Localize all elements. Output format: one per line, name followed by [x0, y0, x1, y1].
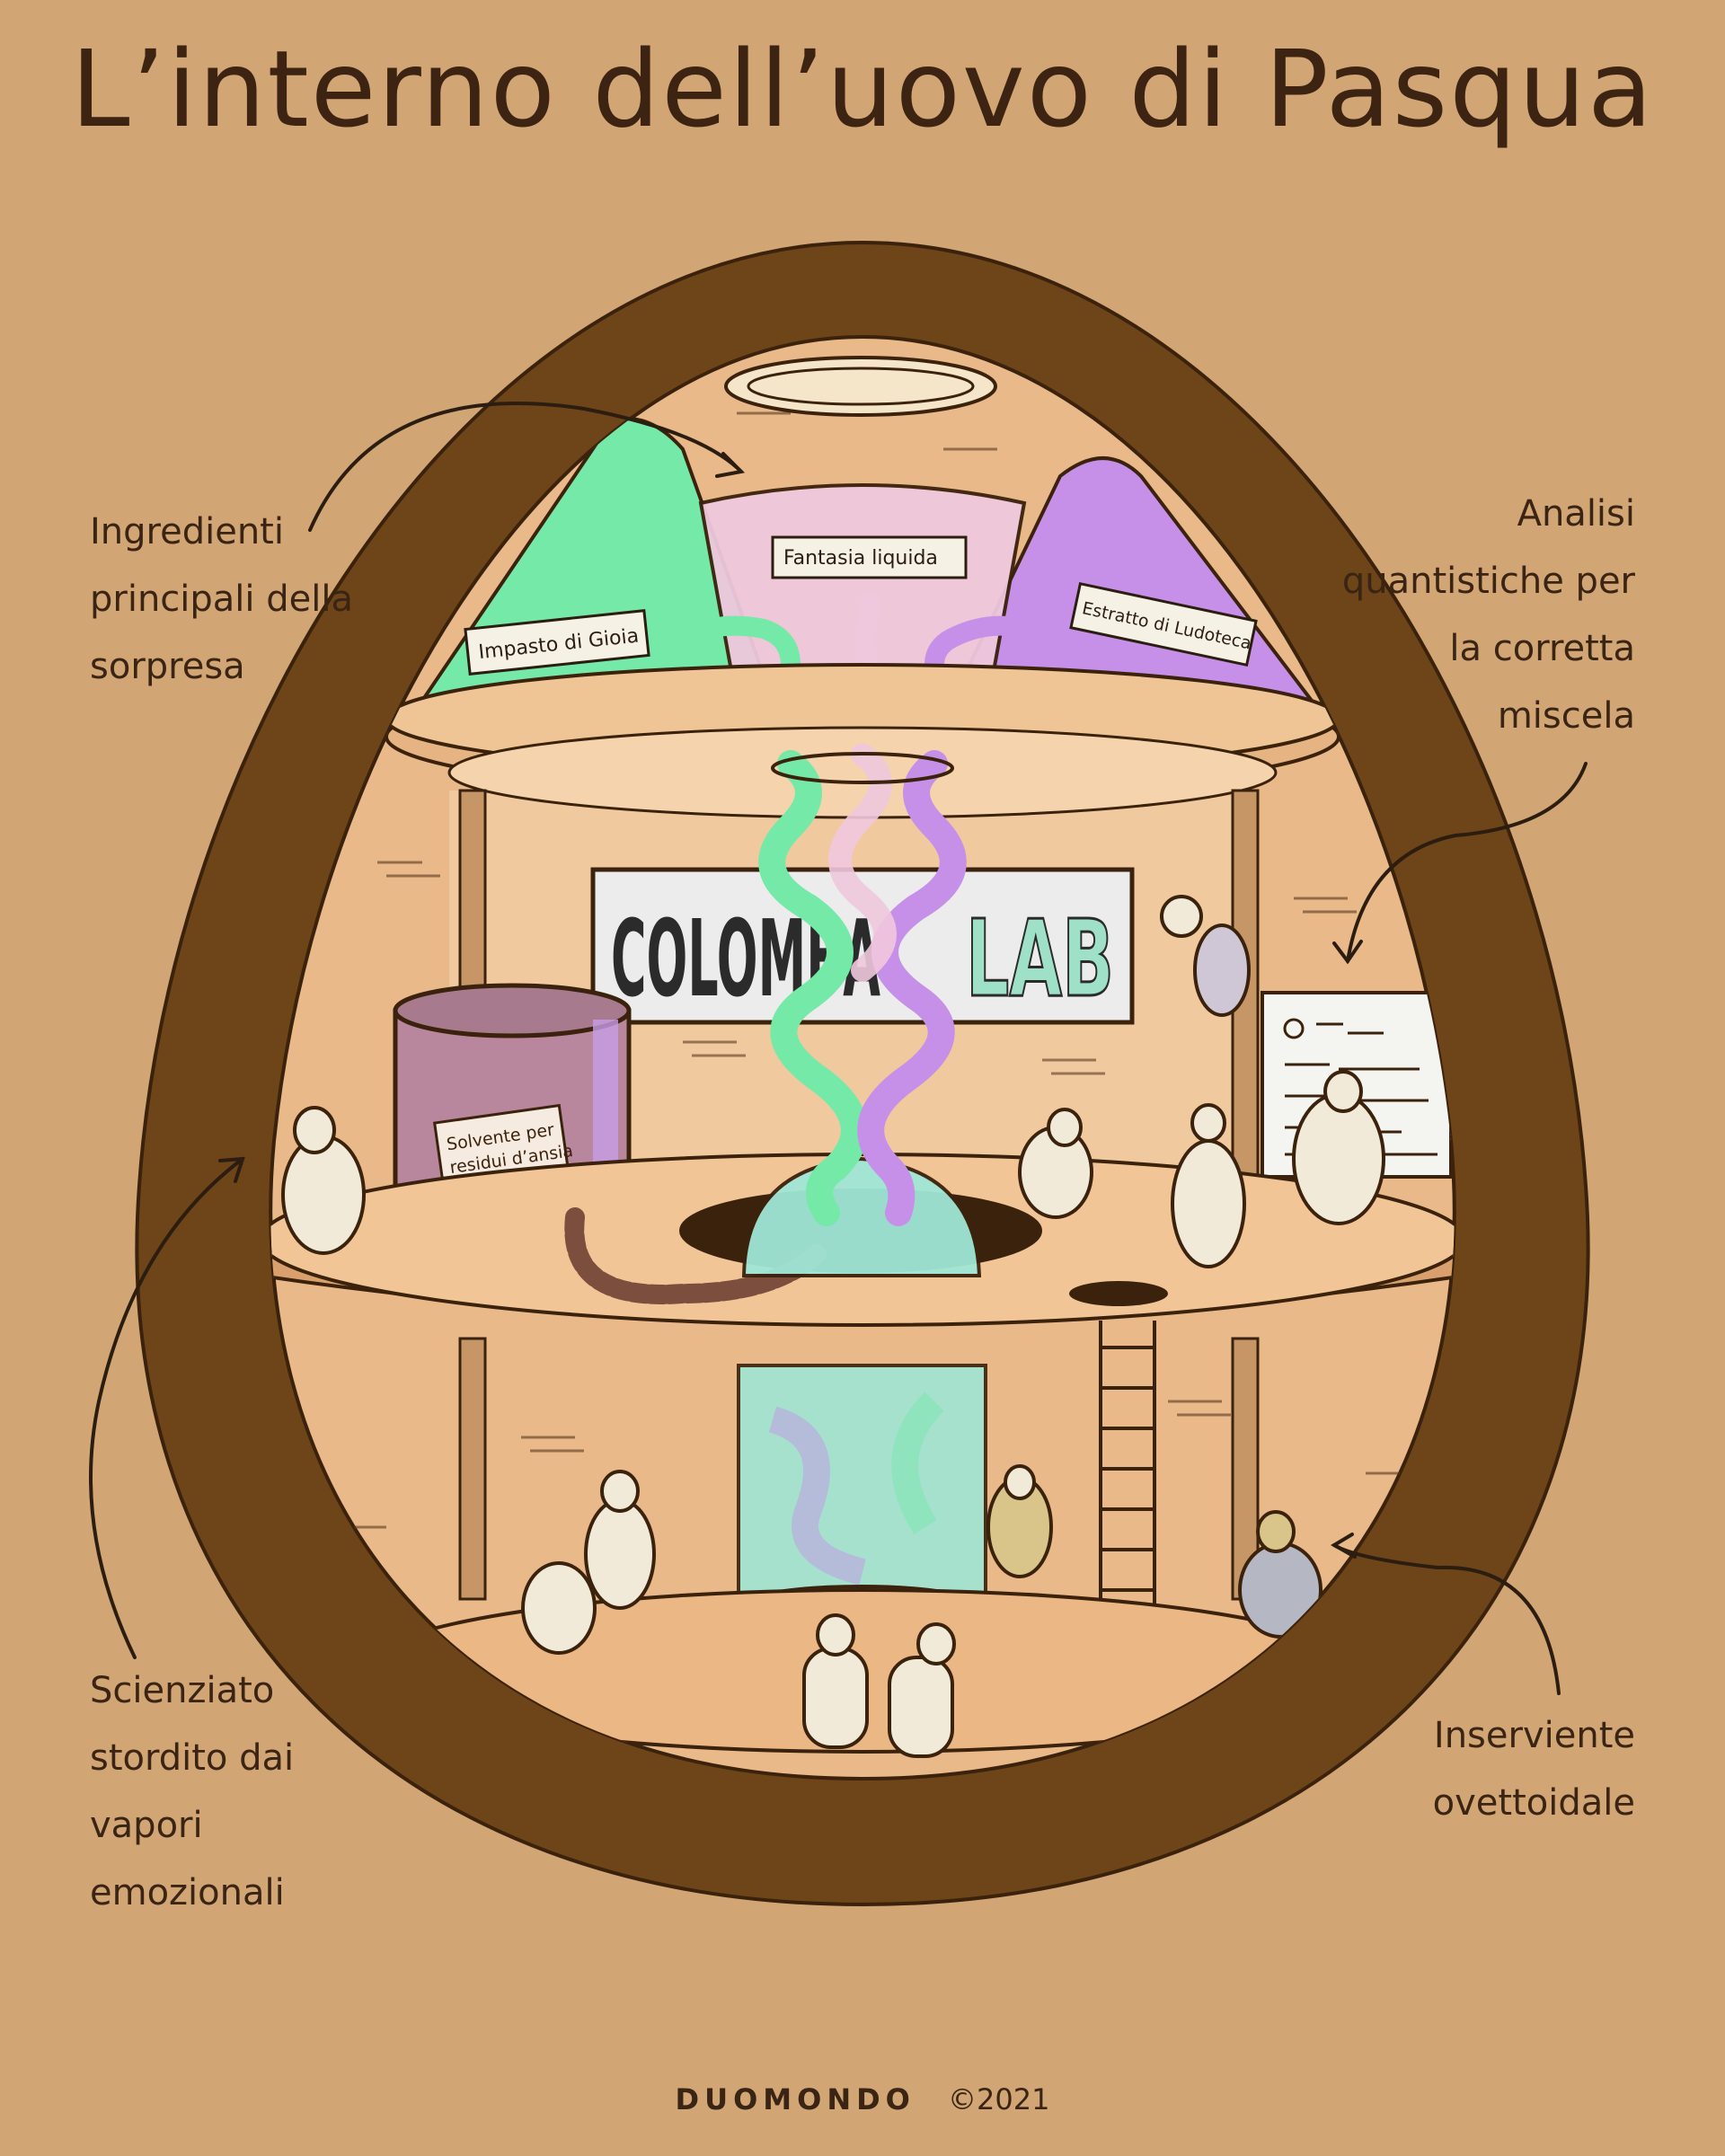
colomba-lab-sign: COLOMBA LAB	[590, 867, 1135, 1025]
container-labels: Impasto di Gioia Fantasia liquida Estrat…	[464, 535, 1258, 676]
annotation-ingredients-line: sorpresa	[90, 646, 245, 687]
glass-tube	[737, 1364, 987, 1610]
annotation-helper-line: ovettoidale	[1432, 1782, 1635, 1824]
annotation-ingredients-line: principali della	[90, 579, 353, 620]
sign-text-right: LAB	[966, 897, 1114, 1021]
egg-characters	[281, 895, 1385, 1758]
top-hatch	[724, 356, 997, 417]
annotation-scientist-line: Scienziato	[90, 1670, 275, 1711]
annotation-analysis-line: la corretta	[1449, 628, 1635, 669]
annotation-ingredients-line: Ingredienti	[90, 511, 284, 552]
annotation-arrows	[89, 402, 1588, 1695]
page-title: L’interno dell’uovo di Pasqua	[70, 27, 1655, 151]
annotation-analysis: Analisi quantistiche per la corretta mis…	[1267, 481, 1635, 750]
footer: DUOMONDO ©2021	[0, 2082, 1725, 2116]
footer-brand: DUOMONDO	[675, 2082, 916, 2116]
annotation-helper: Inserviente ovettoidale	[1375, 1702, 1635, 1837]
annotation-ingredients: Ingredienti principali della sorpresa	[90, 499, 353, 701]
mixing-dome	[741, 1156, 982, 1277]
small-hole	[1069, 1281, 1168, 1306]
brick-marks	[341, 411, 1411, 1529]
footer-copyright: ©2021	[948, 2082, 1050, 2116]
annotation-analysis-line: Analisi	[1517, 493, 1635, 535]
annotation-scientist: Scienziato stordito dai vapori emozional…	[90, 1657, 294, 1927]
annotation-analysis-line: quantistiche per	[1341, 561, 1635, 602]
label-fantasia-liquida: Fantasia liquida	[783, 547, 938, 570]
annotation-scientist-line: emozionali	[90, 1872, 285, 1913]
annotation-helper-line: Inserviente	[1433, 1715, 1635, 1756]
annotation-scientist-line: vapori	[90, 1805, 203, 1846]
annotation-analysis-line: miscela	[1497, 695, 1635, 737]
helix-tubes	[758, 743, 967, 1226]
annotation-scientist-line: stordito dai	[90, 1737, 295, 1779]
